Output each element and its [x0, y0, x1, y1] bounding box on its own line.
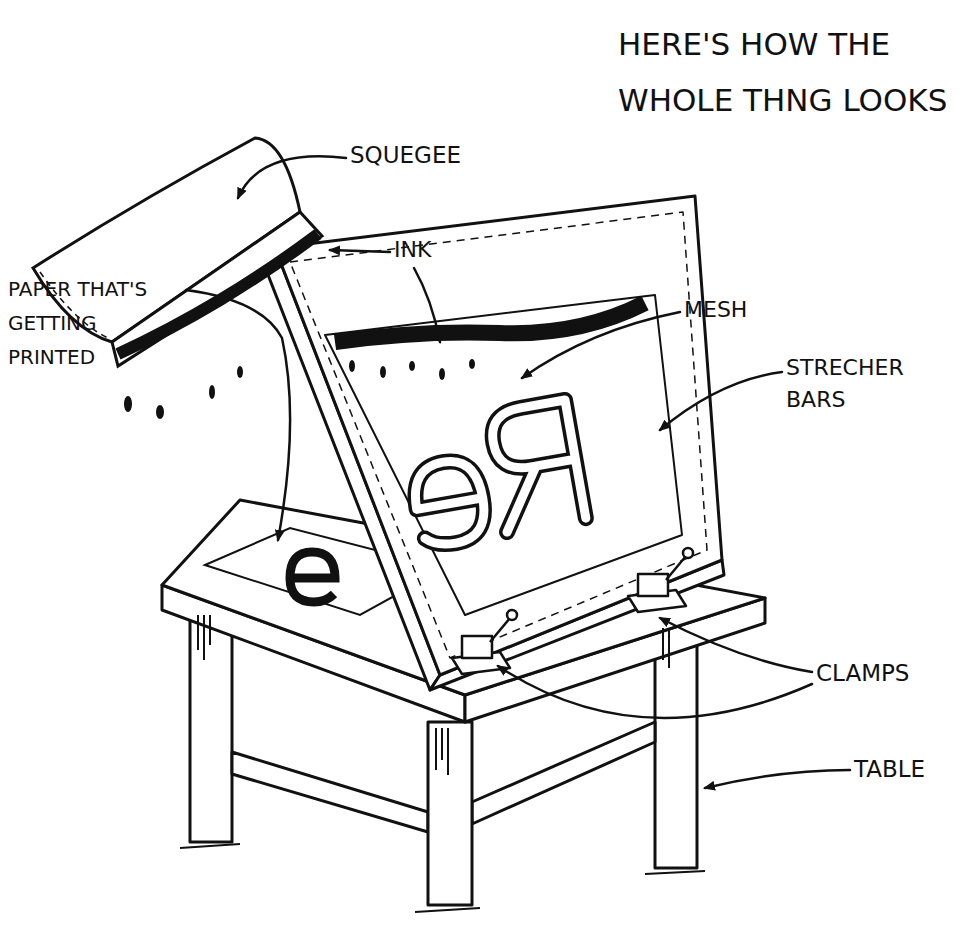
clamps: [452, 548, 693, 674]
title: HERE'S HOW THE WHOLE THNG LOOKS: [618, 16, 963, 128]
part-label: CLAMPS: [816, 658, 909, 688]
leader-lines: [186, 156, 850, 788]
screen-frame: [263, 196, 724, 690]
part-label: STRECHER BARS: [786, 352, 936, 416]
part-label: PAPER THAT'S GETTING PRINTED: [8, 272, 184, 374]
part-label: SQUEGEE: [350, 140, 461, 170]
ink-on-mesh: [335, 303, 645, 380]
part-label: INK: [394, 236, 431, 264]
part-label: TABLE: [854, 754, 925, 784]
part-label: MESH: [684, 296, 747, 324]
stencil: [403, 400, 587, 549]
